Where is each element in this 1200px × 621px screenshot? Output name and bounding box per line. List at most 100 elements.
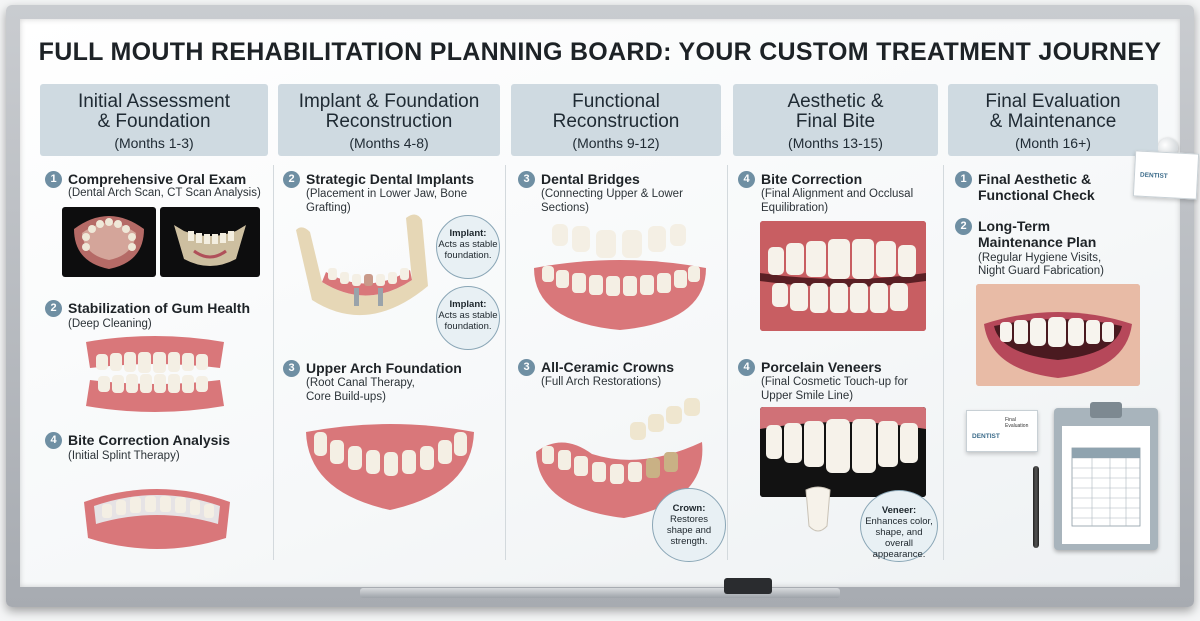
column-period: (Months 1-3) [114, 135, 194, 151]
column-header-assessment: Initial Assessment & Foundation (Months … [40, 84, 268, 156]
column-divider [727, 165, 728, 560]
veneers-image [760, 407, 926, 497]
step-description-2: Grafting) [306, 202, 351, 214]
splint-image [78, 472, 236, 554]
callout-text: Enhances color, [865, 516, 933, 527]
step-description: (Final Alignment and Occlusal [761, 188, 914, 200]
dentist-card-bottom: DENTIST Final Evaluation [966, 410, 1038, 452]
step-title: Strategic Dental Implants [306, 171, 475, 187]
column-heading-2: Final Bite [795, 111, 876, 132]
board-title: FULL MOUTH REHABILITATION PLANNING BOARD… [38, 38, 1162, 66]
column-heading: Implant & Foundation [298, 91, 480, 112]
arch-scan-image [62, 207, 156, 277]
bridges-image [530, 218, 710, 334]
column-period: (Months 4-8) [349, 135, 429, 151]
crown-callout: Crown: Restores shape and strength. [652, 488, 726, 562]
step-description: (Placement in Lower Jaw, Bone [306, 188, 468, 200]
smile-image [976, 284, 1140, 386]
card-brand: DENTIST [972, 433, 1000, 440]
callout-text: Restores [669, 514, 708, 525]
step-title: Long-Term [978, 218, 1051, 234]
step-title: Bite Correction Analysis [68, 432, 231, 448]
step-description: (Root Canal Therapy, [306, 377, 415, 389]
column-heading-2: & Foundation [97, 111, 211, 132]
step-description-2: Equilibration) [761, 202, 829, 214]
step-description: (Full Arch Restorations) [541, 376, 662, 388]
implant-callout-upper: Implant: Acts as stable foundation. [436, 215, 500, 279]
column-period: (Months 13-15) [788, 135, 883, 151]
column-header-implant: Implant & Foundation Reconstruction (Mon… [278, 84, 500, 156]
column-period: (Months 9-12) [572, 135, 660, 151]
step-title: Comprehensive Oral Exam [68, 171, 247, 187]
step-description: (Initial Splint Therapy) [68, 450, 180, 462]
step-number-badge: 4 [738, 171, 755, 188]
callout-text-2: shape, and overall [875, 527, 923, 549]
clipboard-form [1062, 426, 1150, 544]
step-number-badge: 1 [955, 171, 972, 188]
column-heading: Aesthetic & [787, 91, 884, 112]
dentist-card-top: DENTIST [1132, 150, 1200, 200]
step-description: (Regular Hygiene Visits, [978, 252, 1102, 264]
callout-label: Implant: [449, 299, 487, 310]
step-title: Upper Arch Foundation [306, 360, 462, 376]
step-description: (Deep Cleaning) [68, 318, 152, 330]
bite-correction-image [760, 221, 926, 331]
step-description-2: Core Build-ups) [306, 391, 386, 403]
callout-text-3: appearance. [872, 549, 926, 560]
step-description-2: Upper Smile Line) [761, 390, 854, 402]
jaw-implant-image [292, 210, 442, 336]
step-number-badge: 4 [738, 359, 755, 376]
step-description: (Final Cosmetic Touch-up for [761, 376, 908, 388]
callout-text-2: foundation. [444, 250, 492, 261]
column-heading: Final Evaluation [985, 91, 1121, 112]
step-number-badge: 2 [955, 218, 972, 235]
step-description-2: Sections) [541, 202, 589, 214]
step-title: Dental Bridges [541, 171, 640, 187]
veneer-callout: Veneer: Enhances color, shape, and overa… [860, 490, 938, 562]
implant-callout-lower: Implant: Acts as stable foundation. [436, 286, 500, 350]
step-title: Stabilization of Gum Health [68, 300, 251, 316]
ct-scan-image [160, 207, 260, 277]
step-number-badge: 2 [283, 171, 300, 188]
column-divider [943, 165, 944, 560]
callout-label: Crown: [672, 503, 706, 514]
step-number-badge: 1 [45, 171, 62, 188]
step-number-badge: 2 [45, 300, 62, 317]
upper-arch-image [300, 412, 480, 514]
step-title: Bite Correction [761, 171, 863, 187]
column-header-aesthetic: Aesthetic & Final Bite (Months 13-15) [733, 84, 938, 156]
step-description: (Connecting Upper & Lower [541, 188, 683, 200]
step-number-badge: 4 [45, 432, 62, 449]
column-divider [273, 165, 274, 560]
column-header-functional: Functional Reconstruction (Months 9-12) [511, 84, 721, 156]
marker-tray [360, 588, 840, 598]
callout-text: Acts as stable [438, 310, 498, 321]
full-dentures-image [80, 334, 230, 414]
card-brand: DENTIST [1139, 171, 1168, 181]
column-heading: Functional [572, 91, 660, 112]
column-header-maintenance: Final Evaluation & Maintenance (Month 16… [948, 84, 1158, 156]
step-title: All-Ceramic Crowns [541, 359, 675, 375]
step-title: Porcelain Veneers [761, 359, 882, 375]
step-title-2: Maintenance Plan [978, 234, 1097, 250]
clipboard-clip [1090, 402, 1122, 418]
callout-text-2: foundation. [444, 321, 492, 332]
step-number-badge: 3 [283, 360, 300, 377]
step-number-badge: 3 [518, 171, 535, 188]
column-heading-2: Reconstruction [552, 111, 680, 132]
step-description-2: Night Guard Fabrication) [978, 265, 1104, 277]
pen [1033, 466, 1039, 548]
step-number-badge: 3 [518, 359, 535, 376]
callout-text: Acts as stable [438, 239, 498, 250]
column-heading: Initial Assessment [77, 91, 231, 112]
step-description: (Dental Arch Scan, CT Scan Analysis) [68, 187, 261, 199]
column-divider [505, 165, 506, 560]
veneer-shell-image [803, 486, 833, 534]
column-heading-2: & Maintenance [989, 111, 1117, 132]
column-period: (Month 16+) [1015, 135, 1091, 151]
clipboard [1054, 402, 1158, 550]
step-title: Final Aesthetic & [978, 171, 1092, 187]
board-eraser [724, 578, 772, 594]
callout-text-2: shape and [666, 525, 712, 536]
column-heading-2: Reconstruction [325, 111, 453, 132]
